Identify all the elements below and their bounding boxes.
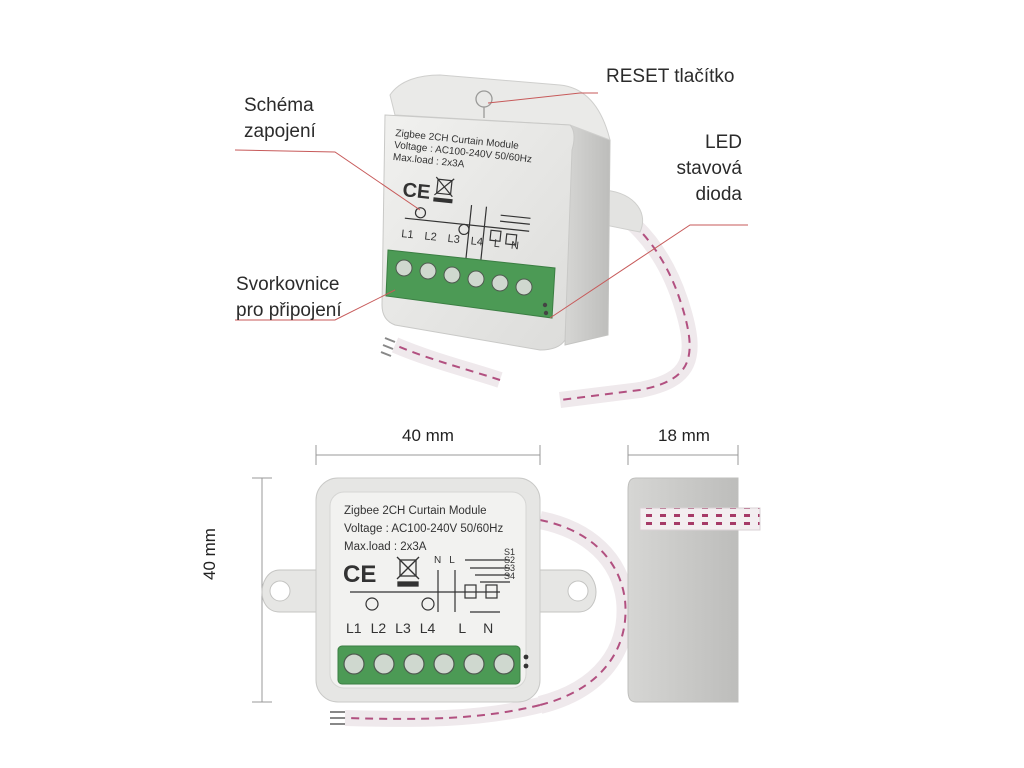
front-terminal-n: N [483,620,494,636]
terminal-callout-line-2: pro připojení [236,300,342,321]
front-pin-s2: S2 [504,555,516,565]
front-pin-s3: S3 [504,563,516,573]
terminal-callout: Svorkovnice pro připojení [236,272,342,324]
front-switch-pins: S1 S2 S3 S4 [504,547,516,581]
svg-text:CE: CE [401,179,431,204]
front-terminal-l: L [458,620,467,636]
led-callout-line-3: dioda [695,184,743,205]
top-terminal-n: N [510,239,520,253]
height-dimension: 40 mm [200,528,219,580]
front-top-pins: N L [434,555,455,566]
reset-callout-label: RESET tlačítko [606,66,735,87]
reset-callout: RESET tlačítko [606,64,734,90]
terminal-callout-line-1: Svorkovnice [236,274,340,295]
svg-text:CE: CE [343,561,376,588]
top-terminal-l2: L2 [423,230,438,244]
front-terminal-labels: L1 L2 L3 L4 L N [346,620,493,636]
front-module-voltage: Voltage : AC100-240V 50/60Hz [344,523,504,535]
led-callout: LED stavová dioda [677,130,742,208]
front-terminal-l3: L3 [395,620,411,636]
depth-dimension: 18 mm [658,426,710,445]
schema-callout-line-2: zapojení [244,121,316,142]
front-terminal-l1: L1 [346,620,362,636]
top-terminal-l4: L4 [470,235,484,249]
width-dimension: 40 mm [402,426,454,445]
top-terminal-l1: L1 [400,228,415,242]
front-terminal-l2: L2 [370,620,387,636]
schema-callout: Schéma zapojení [244,93,316,145]
front-view: CE [252,445,635,727]
side-view [627,445,761,703]
front-module-label: Zigbee 2CH Curtain Module Voltage : AC10… [344,502,503,556]
top-module-view: CE [380,74,698,408]
front-pin-s1: S1 [504,547,516,557]
callout-lines [234,92,748,321]
led-callout-line-2: stavová [676,158,742,179]
front-pin-l: L [449,555,455,566]
front-pin-s4: S4 [504,571,516,581]
schema-callout-line-1: Schéma [244,95,314,116]
front-pin-n: N [434,555,442,566]
top-terminal-l: L [493,237,501,251]
top-terminal-l3: L3 [446,232,461,247]
led-callout-line-1: LED [705,132,742,153]
front-module-load: Max.load : 2x3A [344,541,427,553]
front-module-name: Zigbee 2CH Curtain Module [344,505,487,517]
front-terminal-l4: L4 [419,620,436,636]
